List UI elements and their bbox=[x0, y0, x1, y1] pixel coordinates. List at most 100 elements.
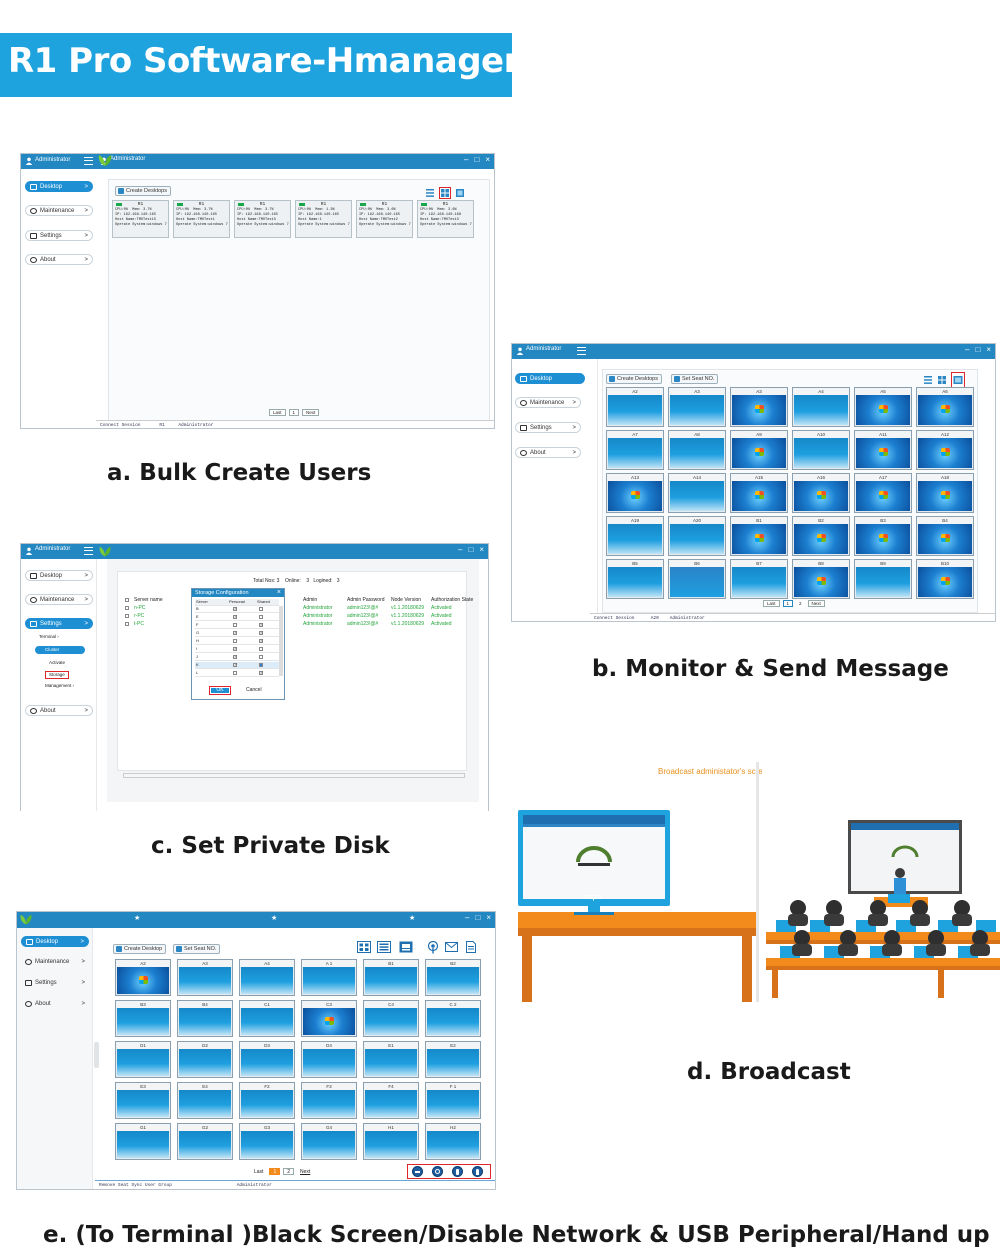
shared-checkbox[interactable] bbox=[259, 670, 263, 676]
nav-settings[interactable]: Settings> bbox=[25, 230, 93, 241]
personal-checkbox[interactable] bbox=[233, 654, 237, 660]
shared-checkbox[interactable] bbox=[259, 607, 263, 611]
desktop-thumbnail[interactable]: A17 bbox=[854, 473, 912, 513]
personal-checkbox[interactable] bbox=[233, 614, 237, 620]
shared-checkbox[interactable] bbox=[259, 638, 263, 644]
desktop-thumbnail[interactable]: C1 bbox=[239, 1000, 295, 1037]
storage-row[interactable]: L bbox=[195, 670, 279, 677]
desktop-thumbnail[interactable]: A7 bbox=[606, 430, 664, 470]
desktop-thumbnail[interactable]: A11 bbox=[854, 430, 912, 470]
menu-icon[interactable] bbox=[84, 157, 93, 165]
desktop-thumbnail[interactable]: A9 bbox=[730, 430, 788, 470]
desktop-thumbnail[interactable]: B4 bbox=[177, 1000, 233, 1037]
desktop-thumbnail[interactable]: B9 bbox=[854, 559, 912, 599]
shared-checkbox[interactable] bbox=[259, 655, 263, 659]
list-view-icon[interactable] bbox=[377, 941, 391, 953]
desktop-thumbnail[interactable]: C4 bbox=[363, 1000, 419, 1037]
desktop-thumbnail[interactable]: F2 bbox=[239, 1082, 295, 1119]
dialog-scrollbar[interactable] bbox=[279, 606, 283, 676]
desktop-thumbnail[interactable]: A3 bbox=[730, 387, 788, 427]
desktop-thumbnail[interactable]: B10 bbox=[916, 559, 974, 599]
nav-maintenance[interactable]: Maintenance> bbox=[25, 594, 93, 605]
desktop-thumbnail[interactable]: B5 bbox=[606, 559, 664, 599]
shared-checkbox[interactable] bbox=[259, 615, 263, 619]
desktop-thumbnail[interactable]: A3 bbox=[668, 387, 726, 427]
screen-view-icon[interactable] bbox=[951, 372, 965, 388]
nav-desktop[interactable]: Desktop> bbox=[25, 570, 93, 581]
storage-row[interactable]: G bbox=[195, 630, 279, 637]
nav-cluster[interactable]: Cluster bbox=[35, 646, 85, 654]
desktop-thumbnail[interactable]: B2 bbox=[425, 959, 481, 996]
desktop-thumbnail[interactable]: A20 bbox=[668, 516, 726, 556]
desktop-thumbnail[interactable]: H1 bbox=[363, 1123, 419, 1160]
desktop-thumbnail[interactable]: A10 bbox=[792, 430, 850, 470]
storage-row[interactable]: F bbox=[195, 622, 279, 629]
nav-about[interactable]: About> bbox=[25, 254, 93, 265]
pager-next[interactable]: Next bbox=[302, 409, 320, 416]
storage-row[interactable]: K bbox=[195, 662, 279, 669]
desktop-thumbnail[interactable]: D1 bbox=[115, 1041, 171, 1078]
header-checkbox[interactable] bbox=[125, 598, 129, 602]
desktop-thumbnail[interactable]: B7 bbox=[730, 559, 788, 599]
desktop-thumbnail[interactable]: B1 bbox=[363, 959, 419, 996]
personal-checkbox[interactable] bbox=[233, 639, 237, 643]
desktop-thumbnail[interactable]: F 1 bbox=[425, 1082, 481, 1119]
list-view-icon[interactable] bbox=[923, 375, 933, 385]
pager-next[interactable]: Next bbox=[297, 1169, 314, 1176]
personal-checkbox[interactable] bbox=[233, 646, 237, 652]
create-desktops-button[interactable]: Create Desktops bbox=[606, 374, 662, 384]
personal-checkbox[interactable] bbox=[233, 662, 237, 668]
desktop-thumbnail[interactable]: F3 bbox=[301, 1082, 357, 1119]
document-icon[interactable] bbox=[466, 941, 476, 953]
card-view-icon[interactable] bbox=[439, 187, 451, 199]
desktop-thumbnail[interactable]: B3 bbox=[854, 516, 912, 556]
cancel-button[interactable]: Cancel bbox=[246, 687, 262, 693]
desktop-thumbnail[interactable]: B2 bbox=[792, 516, 850, 556]
desktop-thumbnail[interactable]: A6 bbox=[916, 387, 974, 427]
nav-about[interactable]: About> bbox=[21, 999, 89, 1010]
storage-row[interactable]: E bbox=[195, 614, 279, 621]
shared-checkbox[interactable] bbox=[259, 630, 263, 636]
card-view-icon[interactable] bbox=[357, 941, 371, 953]
desktop-thumbnail[interactable]: A8 bbox=[668, 430, 726, 470]
row-checkbox[interactable] bbox=[125, 606, 129, 610]
close-icon[interactable]: × bbox=[276, 589, 281, 596]
nav-settings[interactable]: Settings> bbox=[21, 978, 89, 989]
nav-maintenance[interactable]: Maintenance> bbox=[21, 957, 89, 968]
desktop-thumbnail[interactable]: A16 bbox=[792, 473, 850, 513]
menu-icon[interactable] bbox=[84, 547, 93, 555]
desktop-thumbnail[interactable]: G4 bbox=[301, 1123, 357, 1160]
pager-last[interactable]: Last bbox=[269, 409, 286, 416]
black-screen-button[interactable] bbox=[412, 1166, 423, 1177]
nav-maintenance[interactable]: Maintenance> bbox=[25, 205, 93, 216]
desktop-thumbnail[interactable]: B4 bbox=[916, 516, 974, 556]
desktop-thumbnail[interactable]: A4 bbox=[792, 387, 850, 427]
desktop-thumbnail[interactable]: D4 bbox=[301, 1041, 357, 1078]
nav-about[interactable]: About> bbox=[515, 447, 581, 458]
row-checkbox[interactable] bbox=[125, 614, 129, 618]
nav-desktop[interactable]: Desktop> bbox=[25, 181, 93, 192]
pager-last[interactable]: Last bbox=[763, 600, 780, 607]
window-controls[interactable]: –□× bbox=[465, 913, 496, 922]
table-scrollbar[interactable] bbox=[123, 773, 465, 778]
collapse-handle[interactable] bbox=[94, 1042, 99, 1068]
window-controls[interactable]: –□× bbox=[458, 545, 489, 554]
list-view-icon[interactable] bbox=[425, 188, 435, 198]
set-seat-button[interactable]: Set Seat NO. bbox=[173, 944, 221, 954]
desktop-thumbnail[interactable]: A13 bbox=[606, 473, 664, 513]
desktop-thumbnail[interactable]: A15 bbox=[730, 473, 788, 513]
storage-row[interactable]: B bbox=[195, 606, 279, 613]
pager-page-2[interactable]: 2 bbox=[796, 601, 805, 608]
desktop-thumbnail[interactable]: D3 bbox=[239, 1041, 295, 1078]
screen-view-icon[interactable] bbox=[399, 941, 413, 953]
desktop-thumbnail[interactable]: D2 bbox=[177, 1041, 233, 1078]
desktop-thumbnail[interactable]: C 2 bbox=[425, 1000, 481, 1037]
desktop-thumbnail[interactable]: A 1 bbox=[301, 959, 357, 996]
desktop-thumbnail[interactable]: B6 bbox=[668, 559, 726, 599]
nav-settings[interactable]: Settings> bbox=[515, 422, 581, 433]
ok-button[interactable]: OK bbox=[209, 686, 231, 695]
desktop-thumbnail[interactable]: E4 bbox=[177, 1082, 233, 1119]
